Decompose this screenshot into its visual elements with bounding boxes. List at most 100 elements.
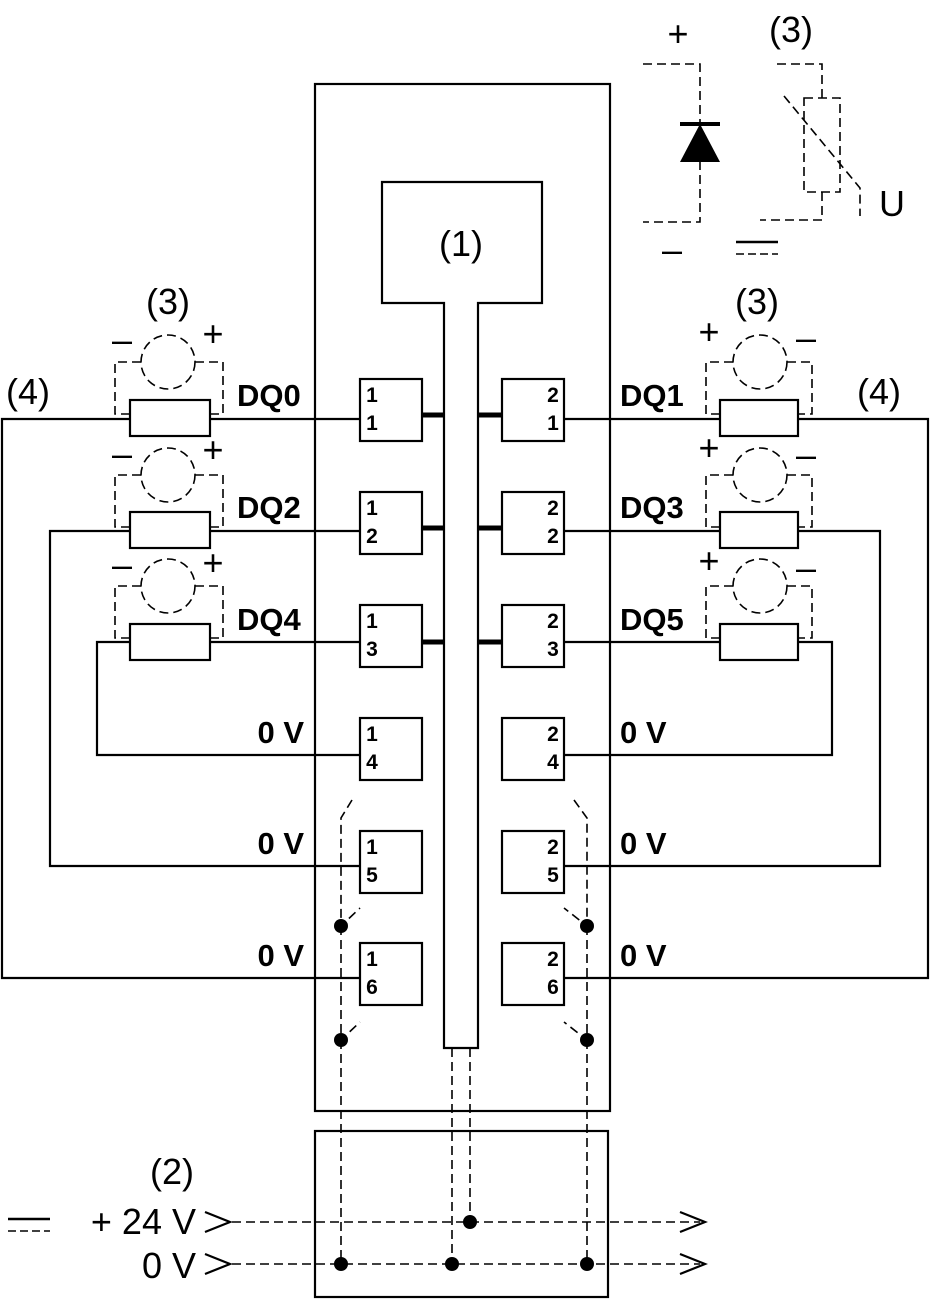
zero-volt-label-1-4: 0 V <box>257 715 304 750</box>
svg-text:4: 4 <box>547 751 559 774</box>
dc-symbol-icon <box>736 240 778 255</box>
arrow-in-24v-icon <box>204 1210 233 1234</box>
load-resistor-dq1 <box>718 398 800 438</box>
svg-text:2: 2 <box>547 525 559 548</box>
svg-text:2: 2 <box>547 723 559 746</box>
terminal-1-2: 1 2 <box>358 490 424 556</box>
terminal-1-3: 1 3 <box>358 603 424 669</box>
dc-symbol-supply-icon <box>8 1217 50 1232</box>
right-suppressors: + – + – + – (3) <box>698 281 816 639</box>
output-label-dq0: DQ0 <box>237 378 301 413</box>
varistor-slash-icon <box>783 95 861 216</box>
svg-text:1: 1 <box>366 412 378 435</box>
zero-volt-label-2-6: 0 V <box>620 938 667 973</box>
internal-circuit-block <box>380 180 544 1050</box>
terminal-2-2: 2 2 <box>500 490 566 556</box>
terminal-1-4: 1 4 <box>358 716 424 782</box>
svg-text:2: 2 <box>547 610 559 633</box>
supply-24v-label: + 24 V <box>91 1201 196 1242</box>
diode-icon <box>680 122 720 162</box>
svg-text:6: 6 <box>366 976 378 999</box>
legend: + – (3) U <box>643 9 905 270</box>
svg-text:2: 2 <box>547 948 559 971</box>
svg-text:–: – <box>112 319 132 360</box>
svg-text:2: 2 <box>547 384 559 407</box>
legend-suppressor-label: (3) <box>769 9 813 50</box>
terminal-1-1: 1 1 <box>358 377 424 443</box>
varistor-bottom-lead <box>760 192 823 221</box>
load-resistor-dq4 <box>128 622 212 662</box>
svg-text:4: 4 <box>366 751 378 774</box>
zero-volt-label-2-5: 0 V <box>620 826 667 861</box>
legend-minus-sign: – <box>662 229 682 270</box>
suppressor-dq2: – + <box>112 429 224 528</box>
load-resistor-dq5 <box>718 622 800 662</box>
svg-text:3: 3 <box>547 638 559 661</box>
svg-text:5: 5 <box>547 864 559 887</box>
varistor-top-lead <box>777 63 823 98</box>
suppressor-dq3: + – <box>698 427 816 528</box>
power-connector-block <box>313 1129 610 1299</box>
left-terminal-row: 1 1 1 2 1 3 1 4 1 5 1 6 <box>358 377 424 1007</box>
output-label-dq5: DQ5 <box>620 602 684 637</box>
internal-ground-bridges <box>334 799 594 1264</box>
output-label-dq3: DQ3 <box>620 490 684 525</box>
right-terminal-row: 2 1 2 2 2 3 2 4 2 5 2 6 <box>500 377 566 1007</box>
right-suppressor-label: (3) <box>735 281 779 322</box>
output-label-dq2: DQ2 <box>237 490 301 525</box>
arrow-out-0v-icon <box>679 1252 708 1276</box>
svg-text:1: 1 <box>366 497 378 520</box>
internal-supply-lines <box>451 1048 471 1264</box>
zero-volt-label-1-5: 0 V <box>257 826 304 861</box>
svg-text:2: 2 <box>547 836 559 859</box>
arrow-out-24v-icon <box>679 1210 708 1234</box>
svg-text:5: 5 <box>366 864 378 887</box>
terminal-1-6: 1 6 <box>358 941 424 1007</box>
svg-text:–: – <box>796 317 816 358</box>
terminal-2-3: 2 3 <box>500 603 566 669</box>
terminal-2-5: 2 5 <box>500 829 566 895</box>
svg-text:–: – <box>112 433 132 474</box>
varistor-body <box>803 97 841 193</box>
svg-text:+: + <box>698 311 719 352</box>
load-resistor-dq3 <box>718 510 800 550</box>
terminal-2-6: 2 6 <box>500 941 566 1007</box>
svg-text:3: 3 <box>366 638 378 661</box>
load-resistor-dq2 <box>128 510 212 550</box>
svg-text:6: 6 <box>547 976 559 999</box>
power-connection-label: (2) <box>150 1151 194 1192</box>
svg-text:–: – <box>796 547 816 588</box>
terminal-1-5: 1 5 <box>358 829 424 895</box>
suppressor-dq5: + – <box>698 540 816 639</box>
left-suppressors: – + – + – + (3) <box>112 281 224 639</box>
svg-text:1: 1 <box>366 723 378 746</box>
svg-text:2: 2 <box>366 525 378 548</box>
legend-plus-sign: + <box>667 13 688 54</box>
svg-text:1: 1 <box>366 610 378 633</box>
right-wiring <box>564 398 930 980</box>
svg-text:+: + <box>202 429 223 470</box>
right-return-label: (4) <box>857 371 901 412</box>
terminal-2-1: 2 1 <box>500 377 566 443</box>
svg-text:+: + <box>698 540 719 581</box>
zero-volt-label-1-6: 0 V <box>257 938 304 973</box>
internal-bus-stubs <box>422 412 502 645</box>
svg-text:1: 1 <box>547 412 559 435</box>
internal-circuit-label: (1) <box>439 223 483 264</box>
supply-lines <box>204 1210 708 1276</box>
output-label-dq1: DQ1 <box>620 378 684 413</box>
svg-text:1: 1 <box>366 948 378 971</box>
load-resistor-dq0 <box>128 398 212 438</box>
svg-text:–: – <box>796 434 816 475</box>
left-suppressor-label: (3) <box>146 281 190 322</box>
svg-text:2: 2 <box>547 497 559 520</box>
svg-text:1: 1 <box>366 384 378 407</box>
svg-text:1: 1 <box>366 836 378 859</box>
svg-text:+: + <box>202 313 223 354</box>
supply-0v-label: 0 V <box>142 1245 196 1286</box>
zero-volt-label-2-4: 0 V <box>620 715 667 750</box>
output-label-dq4: DQ4 <box>237 602 302 637</box>
svg-text:+: + <box>698 427 719 468</box>
terminal-2-4: 2 4 <box>500 716 566 782</box>
arrow-in-0v-icon <box>204 1252 233 1276</box>
